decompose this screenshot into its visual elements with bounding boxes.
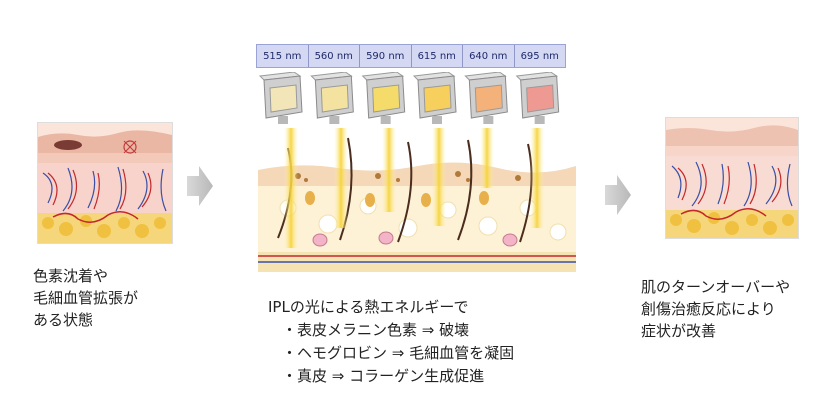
wavelength-label: 640 nm [463,45,515,67]
wavelength-label: 560 nm [309,45,360,67]
skin-treatment-illustration [258,128,576,272]
caption-line: 肌のターンオーバーや [641,278,791,296]
filter-cartridge [361,71,406,124]
wavelength-label: 695 nm [520,50,559,62]
wavelength-label: 515 nm [257,45,309,67]
caption-line: 色素沈着や [33,267,109,285]
before-caption: 色素沈着や 毛細血管拡張が ある状態 [33,265,138,331]
arrow-right-icon [605,175,631,219]
skin-after-illustration [665,117,799,239]
caption-line: ある状態 [33,311,94,329]
description-bullet: ・真皮 ⇒ コラーゲン生成促進 [282,367,485,385]
caption-line: 症状が改善 [641,322,717,340]
filter-cartridge [515,71,560,124]
filter-cartridges [256,71,564,128]
caption-line: 創傷治癒反応により [641,300,776,318]
caption-line: 毛細血管拡張が [33,289,139,307]
description-bullet: ・ヘモグロビン ⇒ 毛細血管を凝固 [282,344,515,362]
filter-cartridge [258,71,303,124]
filter-cartridge [412,71,457,124]
filter-cartridge [464,71,508,124]
wavelength-bar: 515 nm 560 nm 590 nm 615 nm 640 nm 695 n… [256,44,566,68]
wavelength-label: 615 nm [412,45,463,67]
wavelength-label: 590 nm [360,45,412,67]
arrow-right-icon [187,166,213,210]
description-heading: IPLの光による熱エネルギーで [268,298,469,316]
description-bullet: ・表皮メラニン色素 ⇒ 破壊 [282,321,470,339]
after-caption: 肌のターンオーバーや 創傷治癒反応により 症状が改善 [641,276,790,342]
skin-before-illustration [37,122,173,244]
filter-cartridge [310,71,354,124]
treatment-description: IPLの光による熱エネルギーで ・表皮メラニン色素 ⇒ 破壊 ・ヘモグロビン ⇒… [268,296,514,388]
